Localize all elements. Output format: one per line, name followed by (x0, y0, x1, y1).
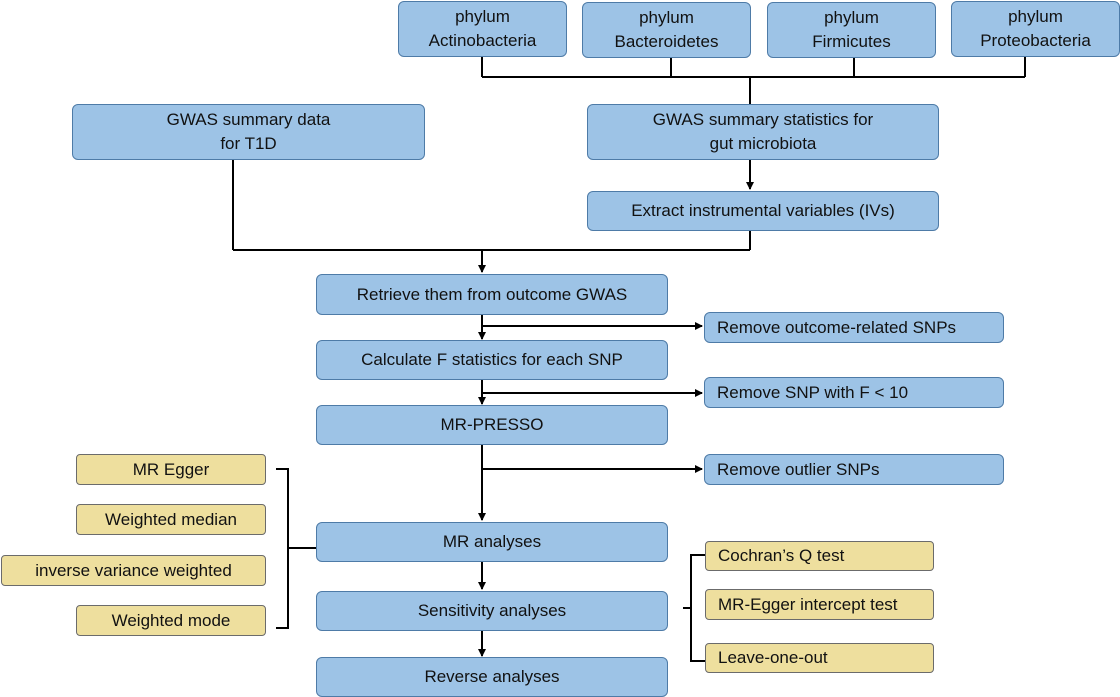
calc-f-statistics-label: Calculate F statistics for each SNP (361, 350, 623, 369)
sensitivity-test-leave-one-out: Leave-one-out (705, 643, 934, 673)
phylum-actinobacteria-box: phylum Actinobacteria (398, 1, 567, 57)
remove-outliers-box: Remove outlier SNPs (704, 454, 1004, 485)
mr-presso-label: MR-PRESSO (440, 415, 544, 434)
mr-analyses-box: MR analyses (316, 522, 668, 562)
phylum-name: Firmicutes (812, 32, 891, 51)
gwas-microbiota-line1: GWAS summary statistics for (652, 110, 874, 129)
retrieve-outcome-box: Retrieve them from outcome GWAS (316, 274, 668, 315)
sensitivity-test-label: MR-Egger intercept test (718, 594, 898, 614)
phylum-name: Bacteroidetes (614, 32, 719, 51)
extract-ivs-box: Extract instrumental variables (IVs) (587, 191, 939, 231)
sensitivity-analyses-box: Sensitivity analyses (316, 591, 668, 631)
phylum-firmicutes-box: phylum Firmicutes (767, 2, 936, 58)
mr-method-label: inverse variance weighted (35, 560, 232, 580)
sensitivity-test-label: Leave-one-out (718, 648, 828, 667)
remove-outcome-related-label: Remove outcome-related SNPs (717, 317, 957, 337)
extract-ivs-label: Extract instrumental variables (IVs) (631, 201, 895, 220)
sensitivity-analyses-label: Sensitivity analyses (417, 601, 567, 620)
gwas-t1d-line1: GWAS summary data (166, 110, 331, 129)
calc-f-statistics-box: Calculate F statistics for each SNP (316, 340, 668, 380)
reverse-analyses-box: Reverse analyses (316, 657, 668, 697)
mr-analyses-label: MR analyses (442, 532, 542, 551)
sensitivity-test-egger-intercept: MR-Egger intercept test (705, 589, 934, 620)
phylum-name: Actinobacteria (428, 31, 537, 50)
exposure-outcome-merge-connector (232, 159, 751, 273)
sensitivity-test-label: Cochran’s Q test (718, 546, 845, 565)
phyla-merge-connector (481, 56, 1026, 104)
phylum-label: phylum (824, 8, 879, 27)
phylum-label: phylum (455, 7, 510, 26)
sensitivity-tests-bracket (683, 554, 705, 662)
mr-method-weighted-mode: Weighted mode (76, 605, 266, 636)
gwas-microbiota-box: GWAS summary statistics for gut microbio… (587, 104, 939, 160)
remove-outliers-label: Remove outlier SNPs (717, 459, 880, 479)
remove-outcome-related-box: Remove outcome-related SNPs (704, 312, 1004, 343)
sensitivity-test-cochran-q: Cochran’s Q test (705, 541, 934, 571)
gwas-t1d-line2: for T1D (220, 134, 277, 153)
retrieve-outcome-label: Retrieve them from outcome GWAS (356, 284, 628, 304)
remove-f-lt-10-box: Remove SNP with F < 10 (704, 377, 1004, 408)
mr-method-egger: MR Egger (76, 454, 266, 485)
phylum-bacteroidetes-box: phylum Bacteroidetes (582, 2, 751, 58)
mr-presso-box: MR-PRESSO (316, 405, 668, 445)
gwas-t1d-box: GWAS summary data for T1D (72, 104, 425, 160)
mr-method-weighted-median: Weighted median (76, 504, 266, 535)
phylum-name: Proteobacteria (980, 31, 1091, 50)
phylum-label: phylum (1008, 7, 1063, 26)
mr-method-ivw: inverse variance weighted (1, 555, 266, 586)
remove-f-lt-10-label: Remove SNP with F < 10 (717, 382, 909, 402)
mr-method-label: Weighted mode (111, 610, 231, 630)
mr-methods-bracket (276, 468, 316, 629)
phylum-label: phylum (639, 8, 694, 27)
phylum-proteobacteria-box: phylum Proteobacteria (951, 1, 1120, 57)
mr-method-label: Weighted median (105, 509, 237, 529)
reverse-analyses-label: Reverse analyses (424, 667, 560, 686)
mr-method-label: MR Egger (132, 459, 210, 479)
gwas-microbiota-line2: gut microbiota (709, 134, 817, 153)
